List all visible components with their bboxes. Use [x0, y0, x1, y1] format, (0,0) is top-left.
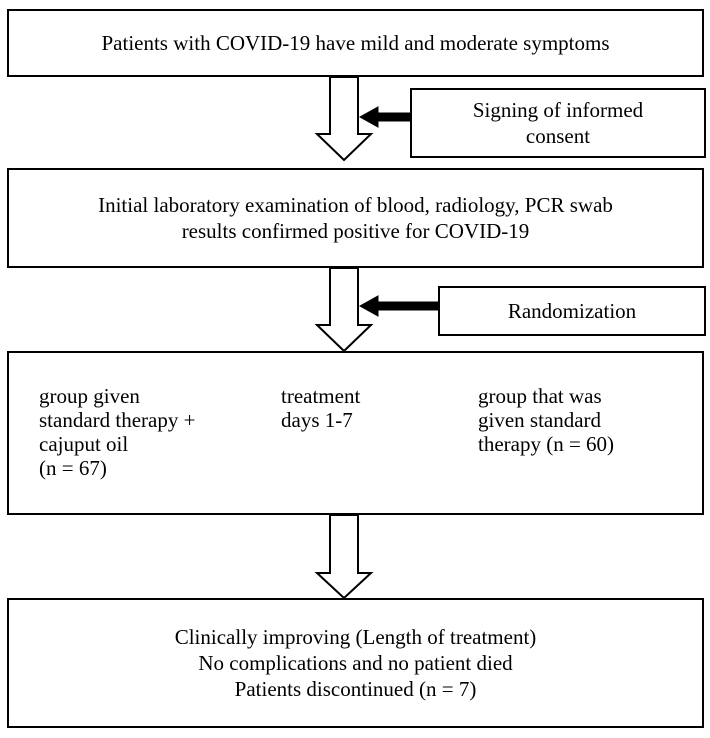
treatment-days-line-1: treatment — [281, 384, 361, 408]
exam-line-2: results confirmed positive for COVID-19 — [181, 219, 530, 243]
treatment-days: treatment days 1-7 — [281, 384, 360, 432]
down-arrow-1 — [314, 76, 374, 162]
group-cajuput-line-2: standard therapy + — [39, 408, 196, 432]
down-arrow-3 — [314, 514, 374, 600]
group-standard: group that was given standard therapy (n… — [478, 384, 614, 456]
left-arrow-randomization — [358, 295, 439, 317]
group-cajuput-line-3: cajuput oil — [39, 432, 129, 456]
group-standard-line-2: given standard — [478, 408, 602, 432]
top-box-text: Patients with COVID-19 have mild and mod… — [101, 31, 610, 55]
randomization-text: Randomization — [507, 299, 637, 323]
group-standard-line-3: therapy (n = 60) — [478, 432, 615, 456]
groups-box: group given standard therapy + cajuput o… — [7, 351, 704, 515]
consent-box: Signing of informed consent — [410, 88, 706, 158]
outcome-line-3: Patients discontinued (n = 7) — [234, 677, 477, 701]
outcome-line-2: No complications and no patient died — [198, 651, 513, 675]
randomization-box: Randomization — [438, 286, 706, 336]
group-cajuput: group given standard therapy + cajuput o… — [39, 384, 195, 480]
outcome-line-1: Clinically improving (Length of treatmen… — [174, 625, 537, 649]
group-cajuput-line-4: (n = 67) — [39, 456, 107, 480]
group-standard-line-1: group that was — [478, 384, 602, 408]
treatment-days-line-2: days 1-7 — [281, 408, 353, 432]
exam-box: Initial laboratory examination of blood,… — [7, 168, 704, 268]
down-arrow-2 — [314, 267, 374, 353]
left-arrow-consent — [358, 106, 411, 128]
exam-line-1: Initial laboratory examination of blood,… — [98, 193, 613, 217]
consent-line-2: consent — [525, 124, 591, 148]
outcome-box: Clinically improving (Length of treatmen… — [7, 598, 704, 728]
consent-line-1: Signing of informed — [472, 98, 644, 122]
top-box: Patients with COVID-19 have mild and mod… — [7, 9, 704, 77]
group-cajuput-line-1: group given — [39, 384, 140, 408]
